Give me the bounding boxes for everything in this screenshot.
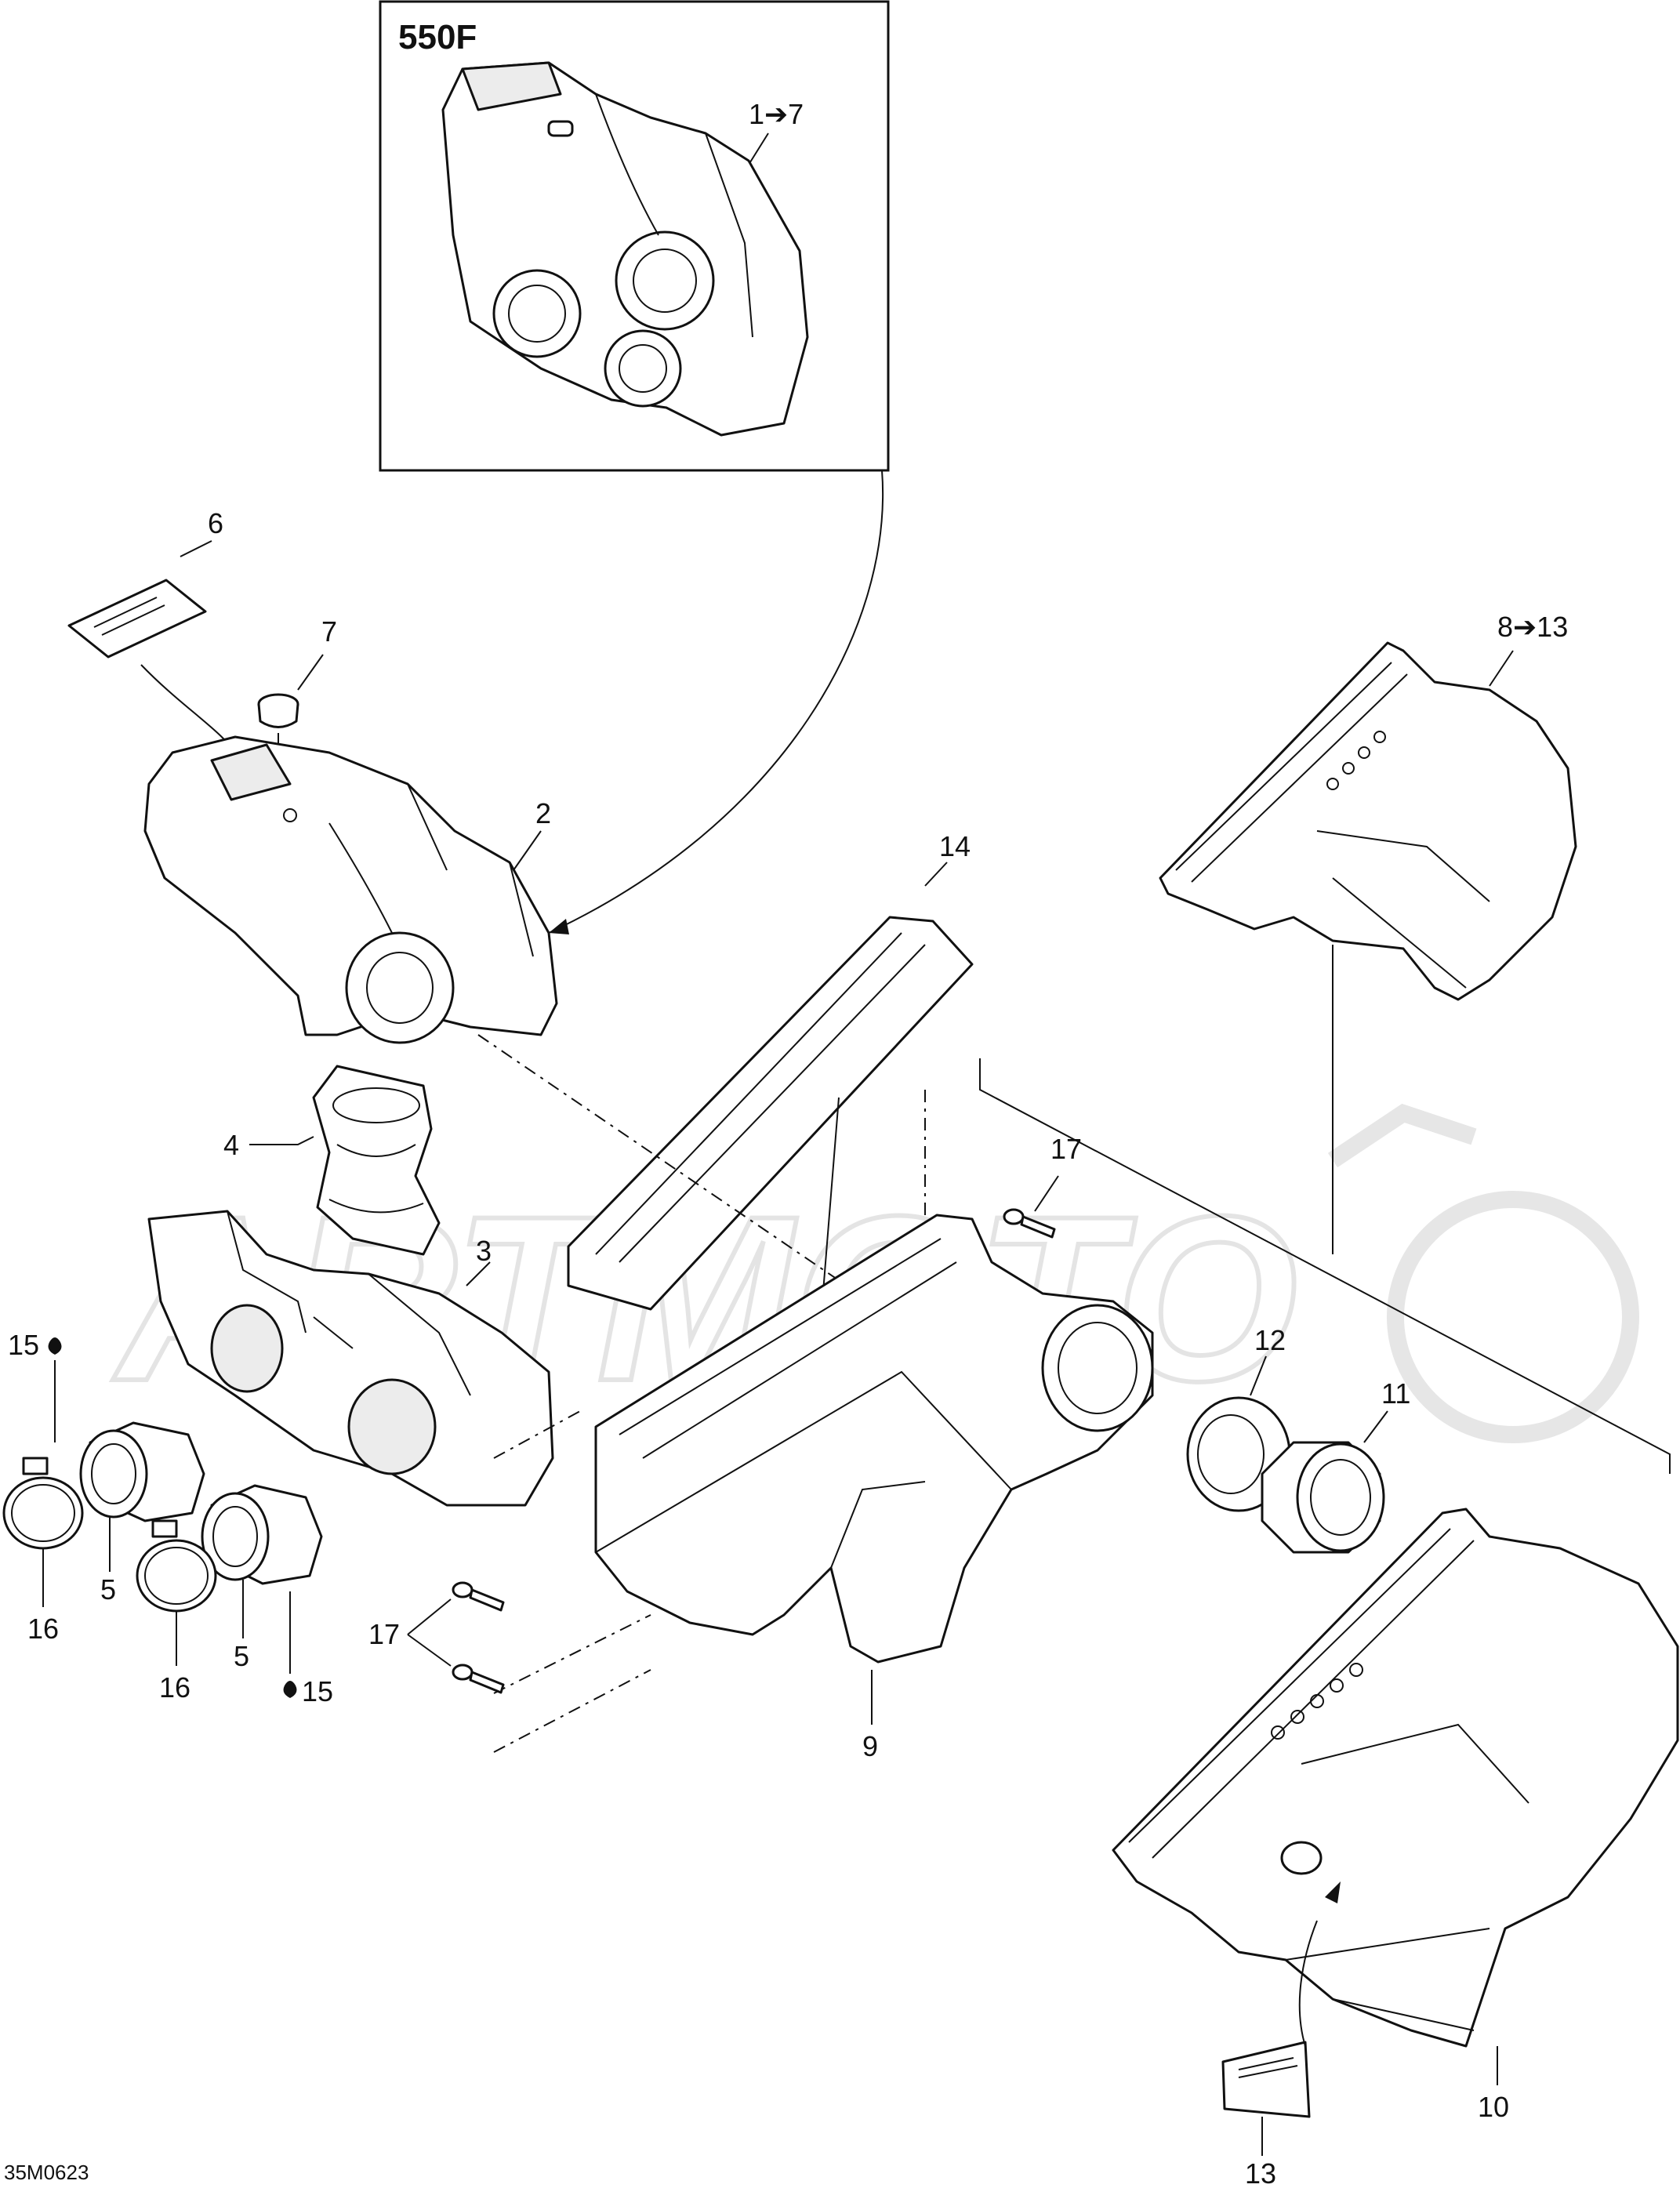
part-3-airbox-base (147, 1210, 554, 1507)
callout-15-upper: 15 (8, 1329, 39, 1361)
part-4-coupler (249, 1065, 441, 1256)
callout-2: 2 (535, 797, 551, 829)
part-16-clamp-upper (2, 1457, 84, 1607)
callout-9: 9 (862, 1730, 878, 1762)
callout-15-lower: 15 (302, 1675, 333, 1707)
part-10-airbox-housing (1112, 1508, 1679, 2085)
part-5-adapter-lower (201, 1484, 323, 1638)
kit-8-13-assembly: 8➔13 (1159, 611, 1577, 1254)
callout-4: 4 (223, 1129, 239, 1161)
part-17-screw-left-lower (452, 1664, 505, 1694)
callout-14: 14 (939, 830, 971, 862)
part-2-airbox-cover (143, 735, 558, 1044)
inset-box: 550F 1➔7 (379, 0, 890, 472)
callout-5-lower: 5 (234, 1640, 249, 1672)
callout-5-upper: 5 (100, 1573, 116, 1606)
part-17-screw-left-upper (452, 1581, 505, 1612)
callout-12: 12 (1254, 1324, 1286, 1356)
callout-11: 11 (1381, 1377, 1410, 1410)
lubricant-icon (48, 1337, 62, 1355)
callout-16-upper: 16 (27, 1613, 59, 1645)
part-7-grommet (257, 654, 324, 784)
callout-16-lower: 16 (159, 1671, 190, 1704)
drawing-code: 35M0623 (4, 2161, 89, 2184)
part-14-cover-plate (567, 862, 974, 1311)
part-6-label-plate (67, 540, 236, 753)
part-13-label-plate (1221, 1881, 1341, 2156)
callout-13: 13 (1245, 2157, 1276, 2188)
callout-3: 3 (476, 1235, 492, 1267)
kit-range-label: 8➔13 (1497, 611, 1568, 643)
callout-6: 6 (208, 507, 223, 539)
inset-label: 550F (398, 18, 477, 56)
callout-17-lower: 17 (368, 1618, 400, 1650)
part-11-boot (1261, 1410, 1388, 1554)
part-16-clamp-lower (136, 1519, 217, 1666)
part-9-airbox-housing (594, 1214, 1154, 1725)
part-5-adapter-upper (79, 1421, 205, 1572)
part-17-screw-upper (1003, 1175, 1059, 1239)
callout-17-upper: 17 (1050, 1133, 1082, 1165)
inset-range-label: 1➔7 (749, 98, 804, 130)
callout-10: 10 (1478, 2091, 1509, 2123)
lubricant-icon (283, 1681, 297, 1698)
callout-7: 7 (321, 615, 337, 648)
